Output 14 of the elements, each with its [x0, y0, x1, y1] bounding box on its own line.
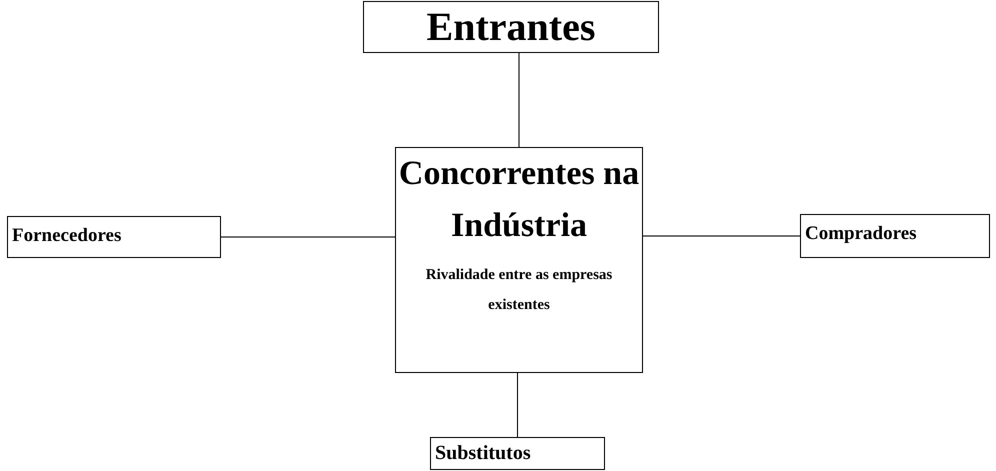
- force-box: [800, 214, 990, 258]
- force-box: [363, 1, 659, 53]
- box-description: Rivalidade entre as empresas existentes: [424, 266, 614, 315]
- box-title: Entrantes: [426, 3, 596, 51]
- connector-line: [220, 236, 396, 238]
- connector-line: [518, 52, 520, 148]
- box-title: Substitutos: [434, 441, 532, 466]
- box-title: Compradores: [804, 222, 918, 246]
- box-title: Concorrentes na Indústria: [398, 154, 640, 246]
- force-box: [395, 147, 643, 373]
- force-box: [430, 437, 605, 470]
- box-title: Fornecedores: [11, 224, 122, 248]
- connector-line: [517, 372, 518, 438]
- force-box: [7, 216, 221, 258]
